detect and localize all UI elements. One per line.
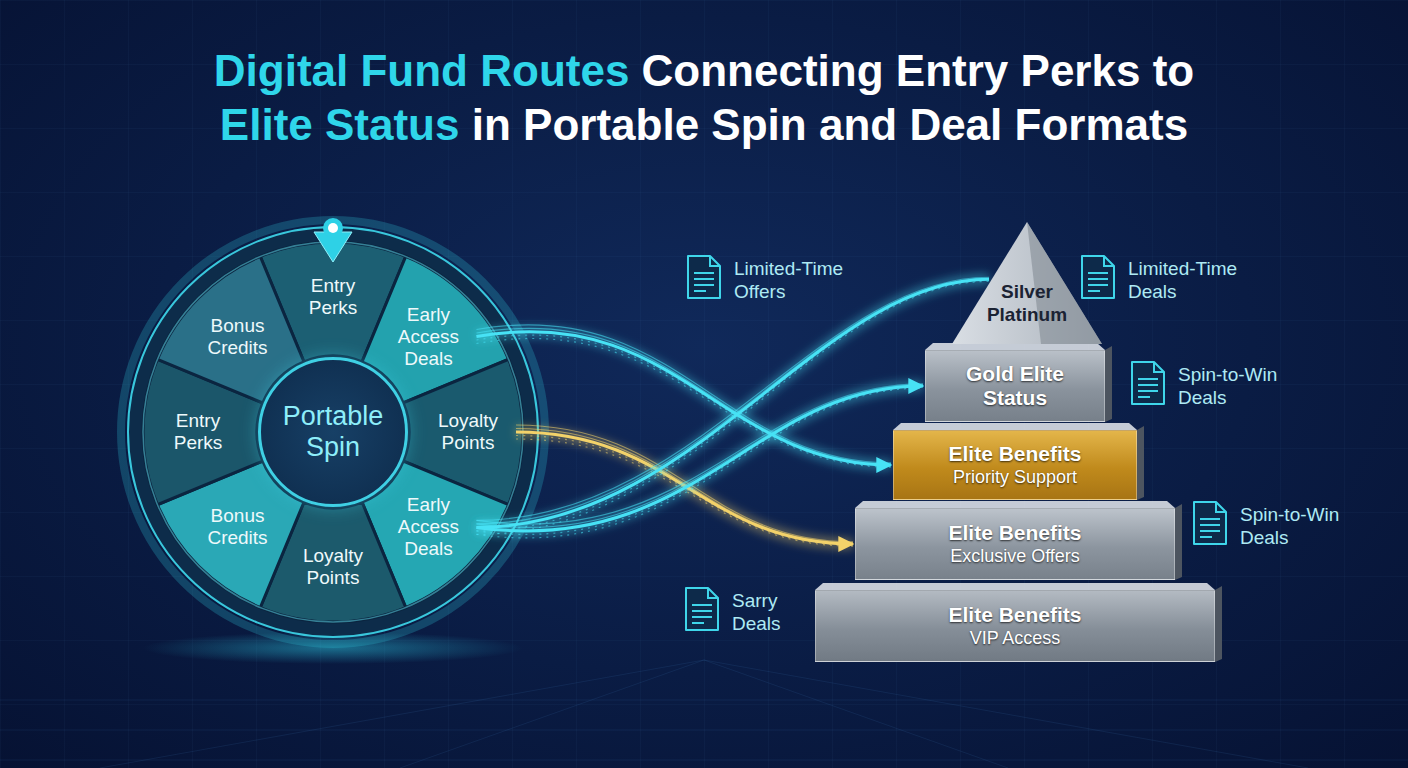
node-text: Early Access Deals: [382, 304, 474, 370]
stream-strand: [476, 384, 923, 524]
flow-connector: [476, 332, 891, 465]
document-icon: [686, 588, 718, 630]
tier-block: Gold Elite Status: [925, 350, 1105, 422]
wheel-hub: Portable Spin: [258, 357, 408, 507]
title: Digital Fund Routes Connecting Entry Per…: [0, 44, 1408, 152]
tier-block: Elite BenefitsPriority Support: [893, 430, 1137, 500]
node-text: Bonus Credits: [192, 505, 284, 549]
node-text: Elite Benefits: [948, 521, 1081, 545]
document-icon: [1082, 256, 1114, 298]
text-holder: Silver Platinum: [952, 280, 1102, 326]
wheel-segment: Loyalty Points: [422, 410, 514, 454]
wheel-segment: Loyalty Points: [287, 545, 379, 589]
deal-label: Spin-to-Win Deals: [1178, 363, 1303, 409]
node-text: Early Access Deals: [382, 494, 474, 560]
tier-side-face: [1215, 586, 1222, 662]
node-text: Elite Benefits: [948, 442, 1081, 466]
document-icon: [1194, 502, 1226, 544]
wheel-segment: Early Access Deals: [382, 494, 474, 560]
node-text: Portable Spin: [271, 401, 395, 463]
node-text: Elite Benefits: [948, 603, 1081, 627]
pyramid-apex: Silver Platinum: [952, 222, 1102, 344]
node-text: Entry Perks: [287, 275, 379, 319]
tier-top-face: [893, 423, 1137, 430]
node-text: Exclusive Offers: [950, 545, 1080, 567]
tier-top-face: [925, 343, 1105, 350]
node-text: Loyalty Points: [422, 410, 514, 454]
document-icon: [688, 256, 720, 298]
deal-label: Sarry Deals: [732, 589, 800, 635]
node-text: Loyalty Points: [287, 545, 379, 589]
tier-block: Elite BenefitsVIP Access: [815, 590, 1215, 662]
deal-label: Limited-Time Deals: [1128, 257, 1253, 303]
node-text: VIP Access: [970, 627, 1061, 649]
node-text: Priority Support: [953, 466, 1077, 488]
tier-side-face: [1175, 504, 1182, 580]
tier-side-face: [1137, 426, 1144, 500]
node-text: Silver Platinum: [979, 280, 1075, 326]
wheel-segment: Entry Perks: [152, 410, 244, 454]
node-text: Bonus Credits: [192, 315, 284, 359]
deal-label: Spin-to-Win Deals: [1240, 503, 1365, 549]
wheel-segment: Early Access Deals: [382, 304, 474, 370]
stream-glow: [476, 332, 891, 465]
tier-side-face: [1105, 346, 1112, 422]
node-text: Entry Perks: [152, 410, 244, 454]
node-text: Gold Elite Status: [940, 362, 1090, 410]
tier-block: Elite BenefitsExclusive Offers: [855, 508, 1175, 580]
wheel-segment: Entry Perks: [287, 275, 379, 319]
deal-label: Limited-Time Offers: [734, 257, 859, 303]
document-icon: [1132, 362, 1164, 404]
tier-top-face: [815, 583, 1215, 590]
wheel-segment: Bonus Credits: [192, 315, 284, 359]
tier-top-face: [855, 501, 1175, 508]
wheel-segment: Bonus Credits: [192, 505, 284, 549]
stream-strand: [476, 385, 923, 528]
